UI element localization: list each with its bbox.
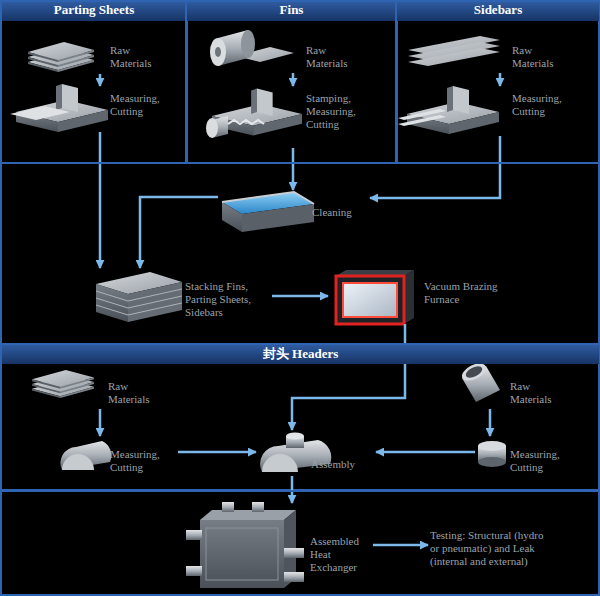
process-step: Measuring, Cutting xyxy=(15,86,173,132)
section-heading: Sidebars xyxy=(397,2,599,18)
step-label: Measuring, Cutting xyxy=(110,448,170,474)
process-step: Measuring, Cutting xyxy=(475,436,579,477)
section-heading: Fins xyxy=(187,2,396,18)
flow-arrow xyxy=(373,544,428,547)
step-label: Measuring, Cutting xyxy=(110,92,170,118)
flow-arrow xyxy=(292,324,405,430)
step-label: Stacking Fins, Parting Sheets, Sidebars xyxy=(185,280,265,319)
step-label: Assembled Heat Exchanger xyxy=(310,535,368,574)
flow-arrow xyxy=(292,73,295,86)
step-label: Raw Materials xyxy=(306,44,356,70)
flow-arrow xyxy=(140,197,218,268)
process-step: Stamping, Measuring, Cutting xyxy=(198,86,367,148)
process-step: Measuring, Cutting xyxy=(58,436,178,477)
flow-arrow xyxy=(99,409,102,436)
section-panel: FinsRaw MaterialsStamping, Measuring, Cu… xyxy=(185,0,398,164)
step-label: Raw Materials xyxy=(512,44,562,70)
process-step: Raw Materials xyxy=(203,36,359,73)
flow-arrow xyxy=(178,451,256,454)
step-label: Testing: Structural (hydro or pneumatic)… xyxy=(430,529,545,568)
process-step: Raw Materials xyxy=(455,362,579,409)
flow-arrow xyxy=(499,73,502,86)
flow-arrow xyxy=(272,295,328,298)
flow-arrow xyxy=(489,409,492,436)
step-label: Raw Materials xyxy=(510,380,565,406)
process-step: Cleaning xyxy=(218,190,370,234)
process-step: Measuring, Cutting xyxy=(396,86,575,136)
section-heading: Parting Sheets xyxy=(2,2,186,18)
process-step: Stacking Fins, Parting Sheets, Sidebars xyxy=(92,268,272,326)
step-label: Measuring, Cutting xyxy=(512,92,572,118)
flow-arrow xyxy=(99,74,102,86)
section-panel: 封头 HeadersRaw MaterialsMeasuring, Cuttin… xyxy=(0,343,600,492)
step-label: Raw Materials xyxy=(110,44,160,70)
process-step: Raw Materials xyxy=(406,34,565,73)
flow-arrow xyxy=(291,476,294,503)
process-step: Testing: Structural (hydro or pneumatic)… xyxy=(428,527,594,593)
step-label: Measuring, Cutting xyxy=(510,448,570,474)
step-label: Stamping, Measuring, Cutting xyxy=(306,92,364,131)
flow-arrow xyxy=(292,148,295,190)
step-label: Vacuum Brazing Furnace xyxy=(424,280,509,306)
step-label: Cleaning xyxy=(312,206,367,219)
step-label: Assembly xyxy=(311,458,366,471)
process-step: Assembled Heat Exchanger xyxy=(183,503,373,591)
process-step: Vacuum Brazing Furnace xyxy=(328,268,518,324)
process-step: Raw Materials xyxy=(25,38,165,74)
flow-arrow xyxy=(370,136,500,198)
flow-arrow xyxy=(376,451,475,454)
process-step: Assembly xyxy=(256,430,376,476)
section-heading: 封头 Headers xyxy=(2,345,599,363)
step-label: Raw Materials xyxy=(108,380,158,406)
section-panel: Parting SheetsRaw MaterialsMeasuring, Cu… xyxy=(0,0,188,164)
section-panel: SidebarsRaw MaterialsMeasuring, Cutting xyxy=(395,0,600,164)
process-step: Raw Materials xyxy=(28,366,168,409)
flow-arrow xyxy=(99,132,102,268)
